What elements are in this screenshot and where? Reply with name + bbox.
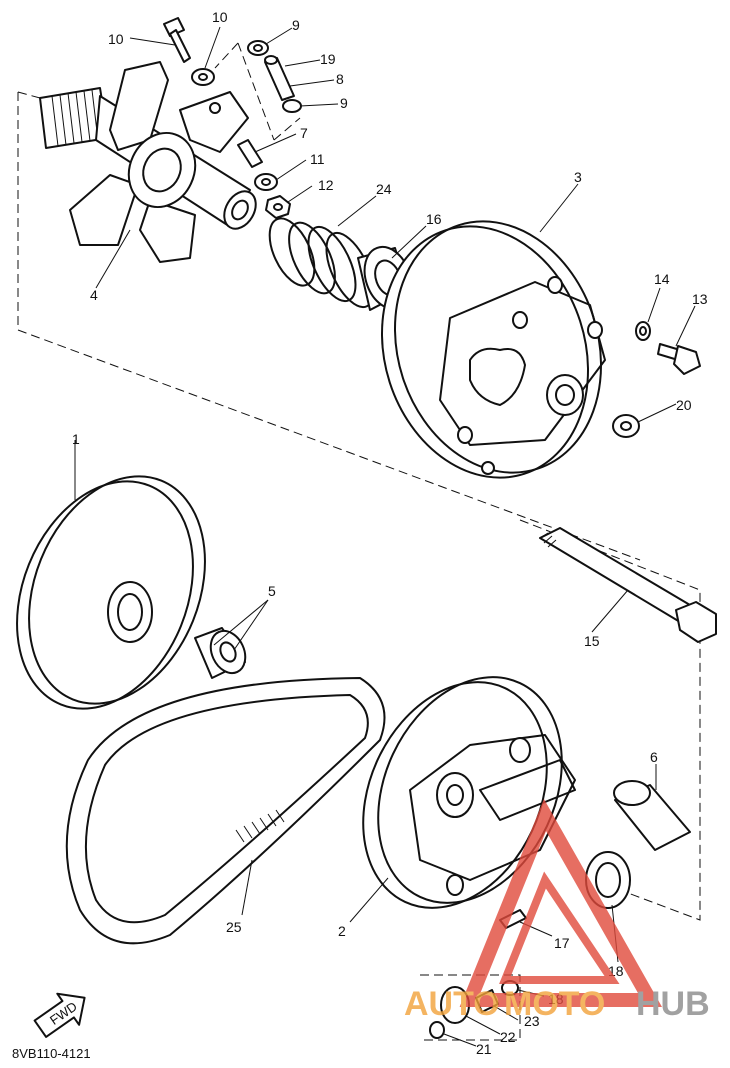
callout-10-bottom: 11 — [310, 151, 325, 167]
callout-23: 23 — [524, 1013, 540, 1029]
callout-24: 24 — [376, 181, 392, 197]
fwd-arrow-icon — [33, 992, 86, 1038]
callout-18-left: 21 — [476, 1041, 492, 1057]
callout-5: 5 — [268, 583, 276, 599]
callout-19: 20 — [676, 397, 692, 413]
callout-2: 2 — [338, 923, 346, 939]
drive-belt — [65, 677, 386, 945]
leader-lines — [74, 26, 696, 1047]
primary-shaft-spider — [39, 61, 257, 263]
callout-8: 8 — [336, 71, 344, 87]
watermark-hub: HUB — [636, 985, 710, 1023]
watermark-logo: AUTO MOTO HUB — [404, 798, 710, 1023]
callout-17: 17 — [554, 935, 570, 951]
movable-sheave — [362, 676, 576, 909]
hardware-cluster-top — [163, 17, 302, 219]
callout-15: 15 — [584, 633, 600, 649]
callout-12: 12 — [318, 177, 334, 193]
callout-4: 4 — [90, 287, 98, 303]
long-bolt — [539, 527, 717, 643]
watermark-moto: MOTO — [504, 985, 605, 1023]
fixed-sheave — [16, 475, 206, 710]
watermark-auto: AUTO — [404, 985, 500, 1023]
callout-22: 22 — [500, 1029, 516, 1045]
cover-hardware — [612, 321, 701, 438]
callout-14: 14 — [654, 271, 670, 287]
callout-13: 13 — [692, 291, 708, 307]
bearing — [194, 627, 247, 679]
callout-10-top: 10 — [212, 9, 228, 25]
callout-9-top: 9 — [292, 17, 300, 33]
callout-9-bottom: 9 — [340, 95, 348, 111]
diagram-code: 8VB110-4121 — [12, 1046, 91, 1061]
callout-11: 10 — [108, 31, 124, 47]
callout-25: 25 — [226, 919, 242, 935]
callout-labels: 10 10 9 19 8 9 7 11 12 24 16 3 14 13 20 … — [72, 9, 708, 1057]
callout-7: 7 — [300, 125, 308, 141]
callout-1: 1 — [72, 431, 80, 447]
callout-21: 19 — [320, 51, 336, 67]
assembly-outline — [17, 42, 701, 1041]
callout-6: 6 — [650, 749, 658, 765]
warning-triangle-icon — [459, 798, 663, 1007]
sheave-cover — [380, 220, 606, 479]
callout-3: 3 — [574, 169, 582, 185]
callout-16: 16 — [426, 211, 442, 227]
